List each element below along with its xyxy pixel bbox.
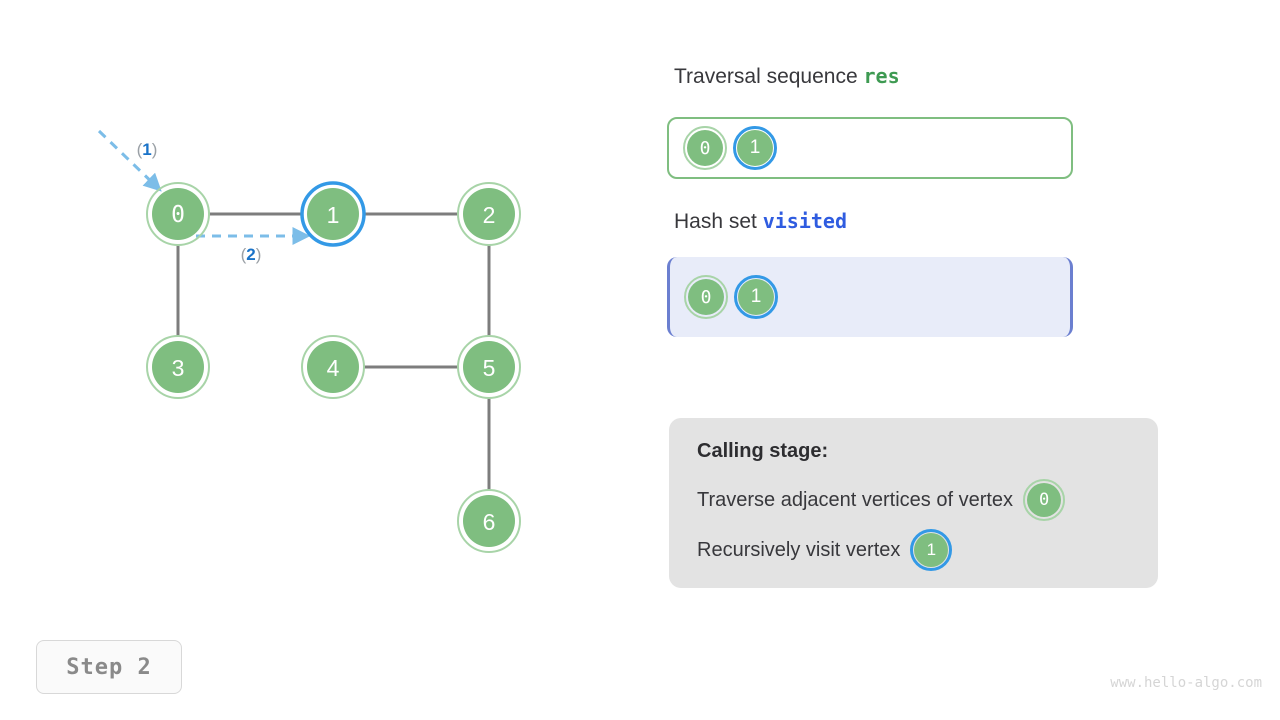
calling-stage-title: Calling stage: bbox=[697, 440, 829, 462]
step-badge: Step 2 bbox=[36, 640, 182, 694]
node-fill bbox=[307, 341, 359, 393]
visited-caption-text: Hash set bbox=[674, 210, 757, 233]
res-item-0: 0 bbox=[683, 126, 727, 170]
calling-stage-line-2: Recursively visit vertex 1 bbox=[697, 529, 1158, 571]
node-label: 1 bbox=[327, 202, 340, 228]
node-fill bbox=[463, 188, 515, 240]
node-label: 0 bbox=[171, 202, 185, 228]
step-arrow-label: (2) bbox=[241, 245, 262, 264]
graph-node-6: 6 bbox=[457, 489, 521, 553]
node-label: 4 bbox=[327, 355, 340, 381]
chip-label: 0 bbox=[1038, 490, 1050, 510]
graph-node-1: 1 bbox=[300, 181, 366, 247]
chip-label: 0 bbox=[700, 286, 712, 308]
graph-node-5: 5 bbox=[457, 335, 521, 399]
chip-label: 1 bbox=[926, 540, 937, 559]
calling-stage-panel: Calling stage: Traverse adjacent vertice… bbox=[669, 418, 1158, 588]
graph-node-3: 3 bbox=[146, 335, 210, 399]
chip-ring bbox=[1023, 479, 1066, 521]
res-caption: Traversal sequence res bbox=[674, 64, 900, 89]
visited-item-0: 0 bbox=[684, 275, 728, 319]
node-label: 2 bbox=[483, 202, 496, 228]
node-ring bbox=[457, 335, 521, 399]
node-ring bbox=[300, 181, 366, 247]
calling-stage-line-1: Traverse adjacent vertices of vertex 0 bbox=[697, 479, 1158, 521]
chip-ring bbox=[683, 126, 727, 170]
res-item-1: 1 bbox=[733, 126, 777, 170]
calling-stage-badge-0: 0 bbox=[1023, 479, 1066, 521]
graph-arrows: (1) (2) bbox=[97, 129, 311, 264]
node-label: 5 bbox=[483, 355, 496, 381]
chip-label: 1 bbox=[750, 286, 762, 307]
node-fill bbox=[307, 188, 359, 240]
node-fill bbox=[463, 495, 515, 547]
visited-caption: Hash set visited bbox=[674, 209, 847, 234]
node-fill bbox=[152, 341, 204, 393]
node-fill bbox=[463, 341, 515, 393]
node-label: 3 bbox=[172, 355, 185, 381]
node-ring bbox=[301, 335, 365, 399]
node-ring bbox=[146, 182, 210, 246]
watermark: www.hello-algo.com bbox=[1110, 675, 1262, 691]
step-arrow-label: (1) bbox=[137, 140, 158, 159]
graph-diagram: (1) (2) 0 1 2 3 4 5 6 bbox=[97, 129, 521, 553]
node-fill bbox=[152, 188, 204, 240]
chip-ring bbox=[910, 529, 953, 571]
res-caption-text: Traversal sequence bbox=[674, 65, 858, 88]
node-label: 6 bbox=[483, 509, 496, 535]
chip-ring bbox=[733, 126, 777, 170]
graph-node-2: 2 bbox=[457, 182, 521, 246]
calling-stage-line-text: Recursively visit vertex bbox=[697, 538, 901, 561]
res-variable-name: res bbox=[863, 64, 900, 88]
chip-label: 1 bbox=[749, 137, 761, 158]
graph-node-4: 4 bbox=[301, 335, 365, 399]
visited-variable-name: visited bbox=[762, 209, 848, 233]
chip-label: 0 bbox=[699, 137, 711, 159]
node-ring bbox=[146, 335, 210, 399]
node-ring bbox=[457, 182, 521, 246]
graph-nodes: 0 1 2 3 4 5 6 bbox=[146, 181, 521, 553]
calling-stage-line-text: Traverse adjacent vertices of vertex bbox=[697, 488, 1014, 511]
node-ring bbox=[457, 489, 521, 553]
calling-stage-badge-1: 1 bbox=[910, 529, 953, 571]
step-arrow bbox=[97, 129, 162, 192]
graph-node-0: 0 bbox=[146, 182, 210, 246]
visited-item-1: 1 bbox=[734, 275, 778, 319]
graph-edges bbox=[176, 212, 491, 490]
chip-ring bbox=[734, 275, 778, 319]
chip-ring bbox=[684, 275, 728, 319]
